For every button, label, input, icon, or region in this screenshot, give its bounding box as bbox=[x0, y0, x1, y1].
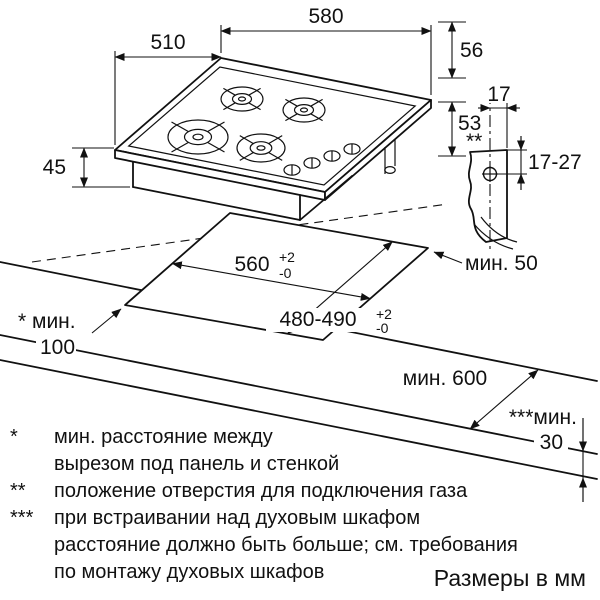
hob-surface-rim bbox=[127, 66, 417, 186]
dim-label-560: 560 bbox=[234, 253, 269, 276]
label-mask bbox=[36, 339, 76, 356]
dim-label-45: 45 bbox=[43, 156, 66, 179]
footnote-line: вырезом под панель и стенкой bbox=[54, 453, 340, 475]
label-mask bbox=[266, 308, 390, 332]
dim-label-min-100-line2: 100 bbox=[40, 336, 75, 359]
worktop-front-edge bbox=[0, 334, 598, 455]
dim-510: 510 bbox=[114, 31, 222, 145]
footnote-row: ** положение отверстия для подключения г… bbox=[10, 478, 530, 505]
dim-label-min-30-line1: ***мин. bbox=[509, 406, 577, 429]
worktop-front-face-bottom bbox=[0, 359, 598, 480]
gas-hose-line bbox=[480, 216, 518, 243]
dim-label-510: 510 bbox=[150, 31, 185, 54]
dim-label-17-27: 17-27 bbox=[528, 151, 582, 174]
tol-minus-480: -0 bbox=[376, 320, 389, 336]
footnote-row: * мин. расстояние между вырезом под пане… bbox=[10, 424, 530, 478]
tol-plus-480: +2 bbox=[376, 306, 392, 322]
dim-min-600: мин. 600 bbox=[403, 367, 539, 430]
units-label: Размеры в мм bbox=[433, 565, 586, 591]
dim-label-56: 56 bbox=[460, 39, 483, 62]
label-mask bbox=[484, 85, 514, 103]
footnotes: * мин. расстояние между вырезом под пане… bbox=[10, 424, 530, 586]
dim-label-min-600: мин. 600 bbox=[403, 367, 487, 390]
footnote-marker: ** bbox=[10, 480, 26, 502]
dim-label-17: 17 bbox=[487, 83, 510, 106]
dim-580: 580 bbox=[220, 5, 432, 95]
burner-front-left bbox=[167, 119, 229, 155]
footnote-line: расстояние должно быть больше; см. требо… bbox=[54, 534, 518, 556]
dim-label-min-100-line1: * мин. bbox=[18, 310, 76, 333]
dim-min-100: * мин. 100 bbox=[18, 308, 122, 359]
footnote-line: положение отверстия для подключения газа bbox=[54, 480, 468, 502]
dim-53: 53 bbox=[438, 101, 481, 157]
gas-connection-detail bbox=[467, 92, 518, 252]
tol-plus-560: +2 bbox=[279, 249, 295, 265]
dim-480-490: 480-490 +2 -0 bbox=[266, 241, 393, 336]
dim-17-27: 17-27 bbox=[497, 136, 582, 190]
hob-right-face bbox=[324, 99, 432, 201]
footnote-line: при встраивании над духовым шкафом bbox=[54, 507, 421, 529]
burner-front-right bbox=[236, 133, 286, 163]
dim-min-50: мин. 50 bbox=[433, 251, 538, 275]
footnote-text: положение отверстия для подключения газа bbox=[54, 478, 467, 505]
footnote-text: при встраивании над духовым шкафом расст… bbox=[54, 505, 518, 586]
dimensions: 580 510 56 53 45 bbox=[18, 5, 587, 502]
footnote-text: мин. расстояние между вырезом под панель… bbox=[54, 424, 339, 478]
dim-label-min-30-line2: 30 bbox=[540, 431, 563, 454]
footnote-marker: *** bbox=[10, 507, 34, 529]
tol-minus-560: -0 bbox=[279, 265, 292, 281]
dim-45: 45 bbox=[43, 147, 130, 188]
gas-footnote-marker: ** bbox=[466, 130, 482, 153]
footnote-marker: * bbox=[10, 426, 18, 448]
burner-back-left bbox=[220, 86, 264, 112]
footnote-line: по монтажу духовых шкафов bbox=[54, 561, 325, 583]
dim-label-480-490: 480-490 bbox=[279, 308, 356, 331]
gas-inlet-pipe bbox=[384, 139, 396, 175]
footnote-line: мин. расстояние между bbox=[54, 426, 273, 448]
dim-17: 17 bbox=[478, 83, 520, 148]
dim-min-30: ***мин. 30 bbox=[509, 406, 587, 502]
dim-56: 56 bbox=[438, 21, 483, 79]
hob-drawing bbox=[114, 57, 432, 221]
dim-label-min-50: мин. 50 bbox=[465, 252, 538, 275]
control-knobs bbox=[283, 143, 361, 176]
dim-label-580: 580 bbox=[308, 5, 343, 28]
detail-section-outline bbox=[467, 149, 508, 243]
gas-hose-line bbox=[473, 223, 514, 250]
dim-label-53: 53 bbox=[458, 112, 481, 135]
hob-tub bbox=[132, 161, 353, 221]
footnote-row: *** при встраивании над духовым шкафом р… bbox=[10, 505, 530, 586]
label-mask bbox=[534, 434, 568, 451]
burner-back-right bbox=[282, 97, 326, 123]
